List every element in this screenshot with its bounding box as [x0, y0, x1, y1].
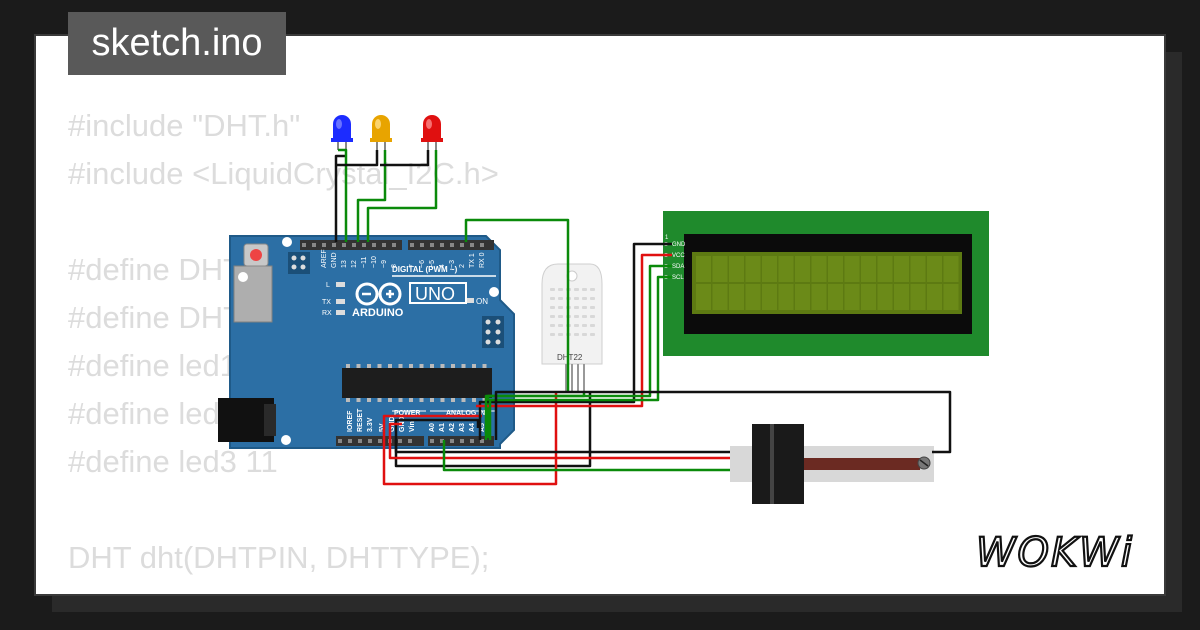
top-pin-label: 8 — [391, 264, 398, 268]
top-pin-label: ~9 — [381, 260, 388, 268]
top-pin-label: ~6 — [419, 260, 426, 268]
wire-pot-vcc — [388, 422, 730, 460]
bottom-pin-label: Vin — [409, 421, 416, 432]
top-pin-label: TX 1 — [469, 253, 476, 268]
wokwi-logo-text: WOKWi — [976, 530, 1134, 576]
bottom-pin-label: A2 — [449, 423, 456, 432]
wire-lcd-vcc — [476, 253, 672, 408]
top-pin-label: ~11 — [361, 257, 368, 268]
code-line: DHT dht(DHTPIN, DHTTYPE); — [68, 540, 490, 575]
board-brand: ARDUINO — [352, 307, 404, 319]
top-pin-label: 4 — [439, 264, 446, 268]
top-pin-label: GND — [331, 252, 338, 268]
wires — [334, 148, 952, 486]
led-yellow[interactable] — [370, 115, 392, 150]
arduino-logo-icon — [355, 282, 402, 306]
wire-pot-gnd — [494, 390, 952, 454]
bottom-pin-label: GND — [399, 416, 406, 432]
bottom-pin-label: 5V — [379, 423, 386, 432]
top-pin-label: 12 — [351, 260, 358, 268]
top-pin-label: ~5 — [429, 260, 436, 268]
wire-lcd-sda — [484, 264, 672, 440]
bottom-pin-label: 3.3V — [367, 417, 374, 432]
wire-dht-vcc — [382, 392, 558, 486]
led-label-tx: TX — [322, 299, 331, 306]
lcd-pin-sda: SDA — [672, 264, 684, 270]
top-pin-label: RX 0 — [479, 252, 486, 268]
frame-shadow-bottom — [52, 594, 1182, 612]
wire-led-yellow-12 — [356, 150, 387, 242]
wire-led-blue-13 — [338, 148, 348, 242]
digital-header-left — [300, 240, 402, 250]
digital-label: DIGITAL (PWM ~) — [392, 265, 458, 274]
bottom-pin-label: A1 — [439, 423, 446, 432]
file-title: sketch.ino — [68, 12, 286, 75]
wire-led-red-11 — [366, 150, 438, 242]
lcd-pin-scl: SCL — [672, 275, 684, 281]
dht22-sensor[interactable]: DHT22 — [541, 263, 603, 392]
bottom-pin-label: A4 — [469, 423, 476, 432]
top-pin-label: 2 — [459, 264, 466, 268]
wire-led-red-gnd — [380, 150, 430, 167]
wire-lcd-scl — [488, 275, 672, 440]
code-line: LiquidCrystal_I2C lcd(0x27, 16, 2); — [68, 582, 544, 594]
power-label: POWER — [394, 410, 420, 417]
led-label-rx: RX — [322, 310, 332, 317]
bottom-pin-label: A3 — [459, 423, 466, 432]
wire-led-yellow-gnd — [335, 150, 379, 167]
bottom-pin-label: IOREF — [347, 410, 354, 432]
code-line: #define led3 11 — [68, 444, 278, 479]
top-pin-label: AREF — [321, 249, 328, 268]
sensor-label: DHT22 — [557, 353, 583, 362]
slide-potentiometer[interactable] — [730, 424, 934, 504]
lcd-pin-gnd: GND — [672, 242, 686, 248]
wokwi-logo: WOKWi — [975, 529, 1134, 576]
top-pin-label: 7 — [409, 264, 416, 268]
wire-led-blue-gnd — [334, 154, 346, 242]
frame-shadow-right — [1164, 52, 1182, 612]
led-red[interactable] — [421, 115, 443, 150]
lcd-pin-index: 1 — [665, 235, 669, 241]
bottom-pin-label: A5 — [479, 423, 486, 432]
wire-lcd-gnd — [478, 242, 672, 440]
bottom-pin-label: RESET — [357, 408, 364, 432]
top-pin-label: ~10 — [371, 256, 378, 268]
led-label-l: L — [326, 282, 330, 289]
analog-label: ANALOG IN — [446, 410, 485, 417]
board-model: UNO — [415, 284, 455, 304]
on-led — [466, 298, 474, 303]
bottom-pin-label: A0 — [429, 423, 436, 432]
on-label: ON — [476, 297, 488, 306]
top-pin-label: ~3 — [449, 260, 456, 268]
wire-dht-data — [464, 218, 570, 392]
wire-pot-gnd2 — [394, 418, 730, 454]
wire-pot-signal — [442, 440, 730, 472]
code-line: #include "DHT.h" — [68, 108, 301, 143]
atmega-chip — [342, 368, 492, 398]
top-pin-label: 13 — [341, 260, 348, 268]
slider-knob[interactable] — [752, 424, 804, 504]
icsp-header — [482, 316, 504, 348]
lcd-pin-vcc: VCC — [672, 253, 685, 259]
lcd-1602-i2c[interactable]: 1 GND VCC SDA SCL — [663, 211, 989, 356]
